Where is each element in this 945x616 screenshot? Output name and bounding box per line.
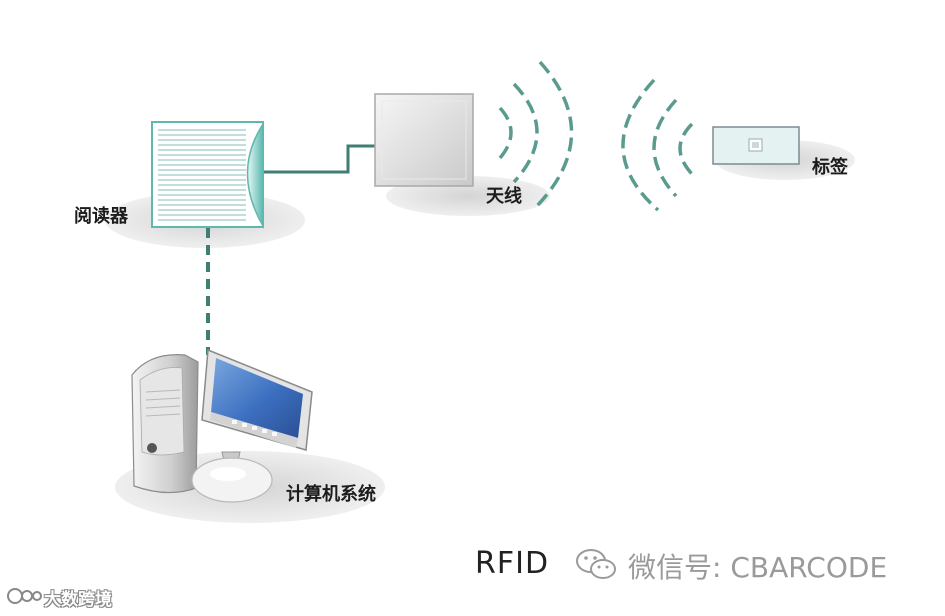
antenna-device	[374, 93, 474, 187]
watermark-logo-icon	[7, 588, 42, 604]
computer-system	[131, 348, 313, 503]
reader-antenna-cable	[262, 144, 375, 174]
tag-signal-waves	[621, 78, 694, 212]
reader-vents	[158, 129, 246, 221]
footer-rfid-text: RFID	[475, 546, 550, 581]
reader-device	[151, 121, 264, 229]
tag-device	[712, 126, 800, 165]
computer-system-label: 计算机系统	[286, 484, 376, 505]
footer-wechat-id: 微信号: CBARCODE	[628, 551, 888, 584]
wechat-icon	[576, 549, 616, 579]
antenna-label: 天线	[486, 186, 522, 207]
tag-label: 标签	[812, 157, 848, 178]
reader-label: 阅读器	[74, 206, 128, 227]
antenna-signal-waves	[498, 60, 574, 209]
watermark-text: 大数跨境	[44, 590, 112, 610]
